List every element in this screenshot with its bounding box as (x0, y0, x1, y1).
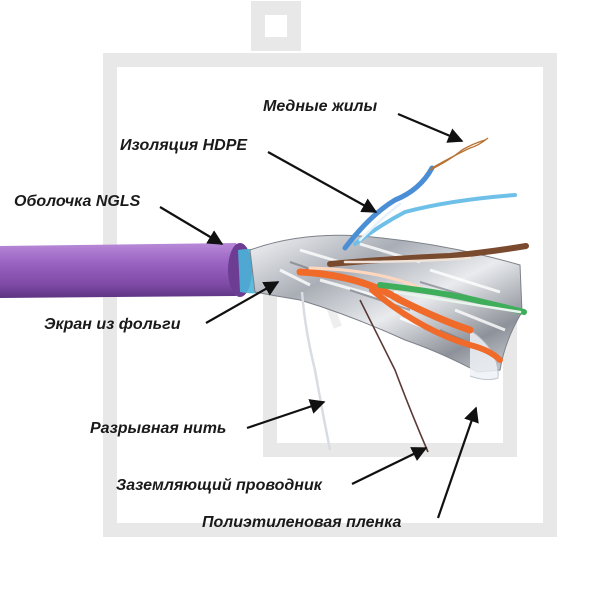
rip-cord (300, 291, 332, 451)
label-rip-cord: Разрывная нить (90, 420, 227, 437)
arrow-copper (397, 112, 464, 143)
copper-strands (429, 137, 489, 171)
label-copper-conductors: Медные жилы (263, 98, 378, 115)
arrow-jacket (159, 206, 224, 245)
polyethylene-film (469, 329, 499, 381)
label-foil-shield: Экран из фольги (44, 316, 181, 333)
arrow-film (436, 406, 479, 519)
arrow-ripcord (246, 399, 326, 430)
blue-pair (342, 165, 517, 251)
label-drain-wire: Заземляющий проводник (116, 477, 322, 494)
arrow-drain (351, 447, 428, 485)
label-hdpe-insulation: Изоляция HDPE (120, 137, 248, 154)
arrow-foil (205, 281, 280, 324)
label-polyethylene-film: Полиэтиленовая пленка (202, 514, 402, 531)
twisted-pairs (296, 243, 529, 363)
cable-jacket (0, 243, 252, 298)
callout-arrows (159, 112, 479, 519)
arrow-insulation (267, 151, 378, 213)
drain-wire (359, 299, 429, 453)
label-ngls-jacket: Оболочка NGLS (14, 193, 141, 210)
